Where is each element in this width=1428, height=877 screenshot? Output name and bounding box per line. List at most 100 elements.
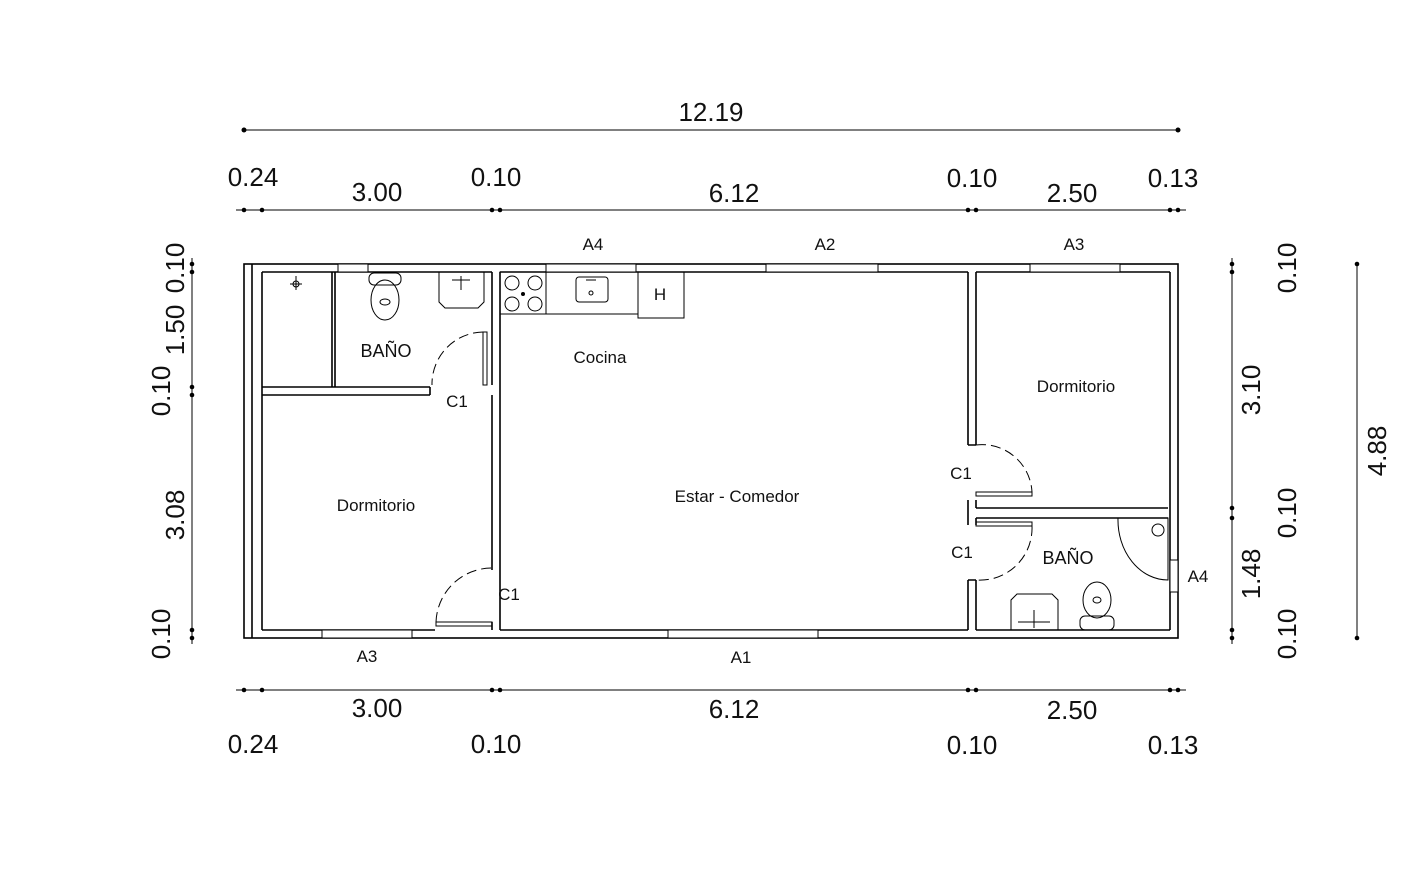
plan-label: 3.08 [160, 490, 190, 541]
dimension-total-width: 12.19 [241, 97, 1181, 133]
plan-line [1151, 523, 1165, 537]
plan-label: C1 [950, 464, 972, 483]
plan-label: 0.10 [146, 609, 176, 660]
plan-line [431, 331, 484, 386]
plan-line [976, 507, 1168, 519]
stove-icon [499, 271, 547, 315]
plan-line [1029, 263, 1121, 273]
plan-line [1167, 207, 1173, 213]
plan-label: 1.50 [160, 305, 190, 356]
plan-line [189, 627, 195, 633]
room-bath-left: BAÑO [360, 340, 411, 361]
room-bedroom-left: Dormitorio [337, 496, 415, 515]
plan-line [241, 207, 1181, 213]
toilet-icon [368, 272, 402, 321]
plan-label: 3.00 [352, 693, 403, 723]
plan-line [1117, 517, 1169, 581]
kitchen-sink-icon [575, 276, 609, 303]
plan-label: 0.10 [1272, 609, 1302, 660]
plan-label: 2.50 [1047, 178, 1098, 208]
plan-line [259, 207, 265, 213]
plan-line [965, 687, 971, 693]
plan-line [504, 296, 520, 312]
plan-line [588, 290, 594, 296]
plan-line [967, 272, 977, 446]
room-living: Estar - Comedor [675, 487, 800, 506]
plan-line [189, 392, 195, 398]
plan-line [1229, 261, 1235, 267]
plan-line [370, 279, 400, 321]
plan-line [497, 207, 503, 213]
plan-label: 0.10 [471, 729, 522, 759]
plan-line [1229, 505, 1235, 511]
plan-line [189, 635, 195, 641]
dimension-left-chain: 0.10 1.50 0.10 3.08 0.10 [146, 243, 195, 660]
plan-line [189, 261, 195, 641]
plan-line [973, 687, 979, 693]
plan-line [575, 276, 609, 303]
plan-line [189, 384, 195, 390]
plan-line [262, 386, 431, 396]
plan-label: 0.13 [1148, 730, 1199, 760]
plan-line [368, 272, 402, 286]
plan-label: 0.24 [228, 162, 279, 192]
plan-line [489, 207, 495, 213]
plan-label: 0.13 [1148, 163, 1199, 193]
dimension-right-chain: 0.10 3.10 0.10 1.48 0.10 4.88 [1229, 243, 1392, 660]
plan-label: H [654, 285, 666, 304]
windows [321, 263, 1179, 639]
plan-line [667, 629, 819, 639]
plan-line [545, 263, 637, 273]
plan-line [967, 579, 977, 630]
plan-line [1354, 635, 1360, 641]
plan-label: 0.10 [1272, 488, 1302, 539]
dimension-top-chain: 0.24 3.00 0.10 6.12 0.10 2.50 0.13 [228, 162, 1199, 213]
plan-line [1229, 515, 1235, 521]
plan-label: 0.24 [228, 729, 279, 759]
plan-line [1082, 581, 1112, 619]
plan-line [975, 491, 1033, 497]
room-kitchen: Cocina [574, 348, 627, 367]
plan-line [241, 207, 247, 213]
plan-line [337, 263, 369, 273]
door-leaf [482, 331, 488, 386]
plan-line [331, 272, 336, 387]
plan-line [491, 272, 501, 630]
plan-line [321, 629, 413, 639]
washbasin-icon-right [1010, 593, 1059, 630]
plan-label: A4 [1188, 567, 1209, 586]
plan-line [1167, 687, 1173, 693]
plan-label: 6.12 [709, 178, 760, 208]
plan-label: A3 [1064, 235, 1085, 254]
plan-label: 2.50 [1047, 695, 1098, 725]
plan-line [259, 687, 265, 693]
plan-line [504, 275, 520, 291]
plan-label: C1 [951, 543, 973, 562]
plan-line [241, 687, 247, 693]
water-heater-icon: H [637, 271, 685, 319]
plan-label: 1.48 [1236, 549, 1266, 600]
plan-line [965, 207, 971, 213]
plan-line [1010, 593, 1059, 630]
washbasin-icon [438, 271, 485, 309]
plan-line [499, 271, 547, 315]
plan-label: 3.00 [352, 177, 403, 207]
plan-line [497, 687, 503, 693]
plan-line [527, 296, 543, 312]
plan-line [973, 207, 979, 213]
plan-line [1175, 127, 1181, 133]
plan-line [1229, 635, 1235, 641]
plan-label: 0.10 [947, 730, 998, 760]
dim-label: 12.19 [678, 97, 743, 127]
plan-label: C1 [446, 392, 468, 411]
plan-line [435, 567, 493, 623]
plan-line [637, 271, 685, 319]
plan-line [521, 292, 525, 296]
plan-line [435, 621, 493, 627]
plan-line [241, 127, 247, 133]
dimension-bottom-chain: 3.00 6.12 2.50 0.24 0.10 0.10 0.13 [228, 687, 1199, 760]
plan-line [765, 263, 879, 273]
plan-label: 3.10 [1236, 365, 1266, 416]
plan-line [975, 525, 1033, 581]
